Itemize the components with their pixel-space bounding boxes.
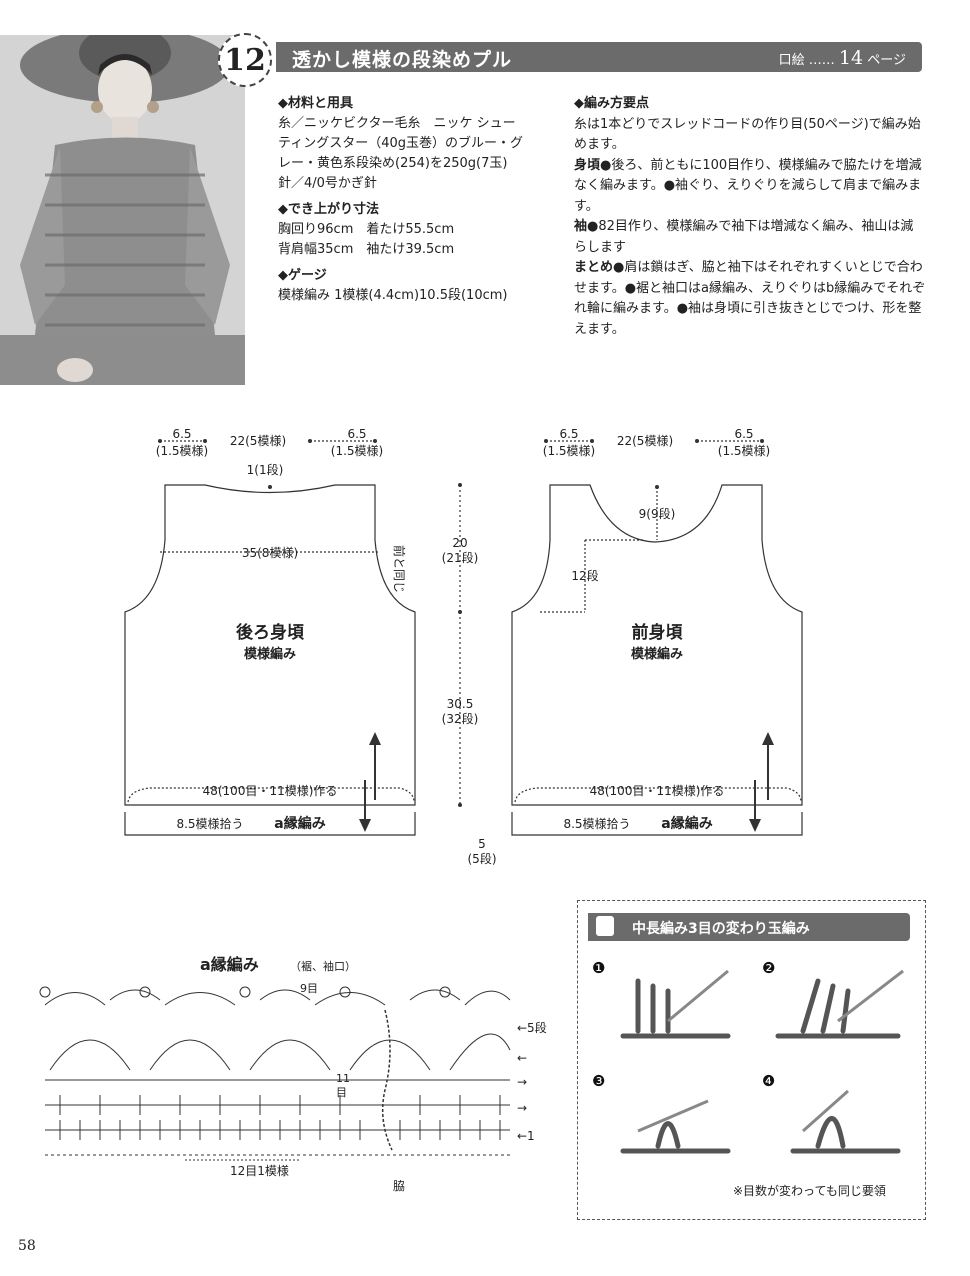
step-4-marker: ❹: [762, 1072, 775, 1090]
front-top-right-dim: 6.5: [734, 427, 753, 441]
points-sleeve: 袖●82目作り、模様編みで袖下は増減なく編み、袖山は減らします: [574, 217, 926, 258]
front-body-outline: [511, 484, 803, 806]
edging-note: （裾、袖口）: [290, 959, 356, 973]
ref-label: 口絵 ……: [778, 53, 835, 68]
model-photo: [0, 35, 245, 385]
puff-stitch-box: 中長編み3目の変わり玉編み ❶ ❷ ❸ ❹ ※目数が変わっても同じ要領: [577, 900, 926, 1220]
back-top-mid-dim: 22(5模様): [230, 434, 286, 448]
middle-h1: 20: [452, 536, 467, 550]
back-top-left-dim: 6.5: [172, 427, 191, 441]
points-body: 身頃●後ろ、前ともに100目作り、模様編みで脇たけを増減なく編みます。●袖ぐり、…: [574, 156, 926, 218]
materials-line: 針／4/0号かぎ針: [278, 176, 377, 191]
puff-title: 中長編み3目の変わり玉編み: [632, 921, 810, 937]
finish-label: まとめ: [574, 260, 614, 275]
back-title: 後ろ身頃: [236, 622, 305, 643]
front-top-mid-dim: 22(5模様): [617, 434, 673, 448]
back-edge-pick: 8.5模様拾う: [176, 816, 243, 831]
front-title: 前身頃: [632, 622, 684, 643]
sleeve-text: ●82目作り、模様編みで袖下は増減なく編み、袖山は減らします: [574, 219, 914, 255]
middle-h2-sub: (32段): [442, 711, 479, 726]
back-top-left-sub: (1.5模様): [156, 444, 208, 458]
finished-line: 胸回り96cm 着たけ55.5cm: [278, 222, 455, 237]
sleeve-label: 袖: [574, 219, 588, 234]
front-neck-height: 12段: [571, 568, 598, 583]
step-2-marker: ❷: [762, 959, 775, 977]
gauge-line: 模様編み 1模様(4.4cm)10.5段(10cm): [278, 288, 508, 303]
body-label: 身頃: [574, 157, 601, 173]
back-neck-label: 1(1段): [247, 462, 284, 477]
pattern-number: 12: [218, 33, 272, 87]
step-1-marker: ❶: [592, 959, 605, 977]
front-edge-pick: 8.5模様拾う: [563, 816, 630, 831]
gauge-heading: ◆ゲージ: [278, 268, 327, 283]
points-section: ◆編み方要点 糸は1本どりでスレッドコードの作り目(50ページ)で編み始めます。…: [574, 94, 926, 340]
edging-st9: 9目: [300, 982, 318, 995]
materials-line: レー・黄色系段染め(254)を250g(7玉): [278, 156, 508, 171]
ref-suffix: ページ: [867, 53, 906, 68]
finish-text: ●肩は鎖はぎ、脇と袖下はそれぞれすくいとじで合わせます。●裾と袖口はa縁編み、え…: [574, 260, 926, 337]
puff-title-bar: 中長編み3目の変わり玉編み: [588, 913, 910, 941]
points-heading: ◆編み方要点: [574, 96, 649, 111]
pattern-title: 透かし模様の段染めプル: [292, 49, 513, 71]
front-hem-guide: [514, 787, 802, 803]
back-body-outline: [124, 484, 416, 806]
edging-st11a: 11: [336, 1072, 350, 1085]
front-subtitle: 模様編み: [631, 646, 683, 662]
back-side-note: 前と同じ: [392, 545, 407, 593]
edging-st11b: 目: [336, 1086, 347, 1099]
front-neck-label: 9(9段): [639, 506, 676, 521]
row-1-label: ←1: [517, 1129, 535, 1143]
front-top-left-dim: 6.5: [559, 427, 578, 441]
middle-h2: 30.5: [447, 697, 474, 711]
middle-h3: 5: [478, 837, 486, 851]
title-bar: 透かし模様の段染めプル 口絵 …… 14 ページ: [276, 42, 922, 72]
row-5-label: ←5段: [517, 1020, 547, 1035]
edging-chart: a縁編み （裾、袖口） 9目 11 目 ←5段 ← → → ←1 12目1模様 …: [39, 955, 547, 1193]
edging-title: a縁編み: [200, 955, 259, 974]
finished-heading: ◆でき上がり寸法: [278, 202, 379, 217]
front-edge-name: a縁編み: [661, 815, 712, 832]
points-finish: まとめ●肩は鎖はぎ、脇と袖下はそれぞれすくいとじで合わせます。●裾と袖口はa縁編…: [574, 258, 926, 340]
materials-heading: ◆材料と用具: [278, 96, 353, 111]
finished-line: 背肩幅35cm 袖たけ39.5cm: [278, 242, 455, 257]
ref-page: 14: [838, 47, 864, 69]
step-3-marker: ❸: [592, 1072, 605, 1090]
back-subtitle: 模様編み: [244, 646, 296, 662]
materials-line: ティングスター（40g玉巻）のブルー・グ: [278, 136, 524, 151]
row-arrow-right: →: [517, 1075, 527, 1089]
materials-line: 糸／ニッケビクター毛糸 ニッケ シュー: [278, 116, 516, 131]
row-arrow-left: ←: [517, 1051, 527, 1065]
back-edge-name: a縁編み: [274, 815, 325, 832]
puff-steps-illustration: ❶ ❷ ❸ ❹: [592, 959, 904, 1154]
hook-icon: [596, 916, 614, 936]
page-reference: 口絵 …… 14 ページ: [779, 47, 906, 69]
repeat-label: 12目1模様: [230, 1164, 289, 1178]
back-width-label: 35(8模様): [242, 546, 298, 560]
back-hem-guide: [127, 787, 415, 803]
front-edging-bracket: [511, 812, 803, 836]
materials-section: ◆材料と用具 糸／ニッケビクター毛糸 ニッケ シュー ティングスター（40g玉巻…: [278, 94, 568, 306]
side-label: 脇: [393, 1179, 405, 1193]
front-top-left-sub: (1.5模様): [543, 444, 595, 458]
page-number: 58: [18, 1238, 36, 1254]
back-top-right-dim: 6.5: [347, 427, 366, 441]
puff-note: ※目数が変わっても同じ要領: [733, 1184, 886, 1198]
back-bottom-label: 48(100目・11模様)作る: [203, 784, 338, 798]
front-top-right-sub: (1.5模様): [718, 444, 770, 458]
schematic-diagrams: 6.5 (1.5模様) 22(5模様) 6.5 (1.5模様) 1(1段) 35…: [124, 427, 803, 866]
middle-h1-sub: (21段): [442, 550, 479, 565]
body-text: ●後ろ、前ともに100目作り、模様編みで脇たけを増減なく編みます。●袖ぐり、えり…: [574, 157, 922, 214]
middle-h3-sub: (5段): [468, 851, 497, 866]
front-bottom-label: 48(100目・11模様)作る: [590, 784, 725, 798]
points-intro: 糸は1本どりでスレッドコードの作り目(50ページ)で編み始めます。: [574, 116, 921, 153]
row-arrow-right-2: →: [517, 1101, 527, 1115]
back-top-right-sub: (1.5模様): [331, 444, 383, 458]
back-edging-bracket: [124, 812, 416, 836]
